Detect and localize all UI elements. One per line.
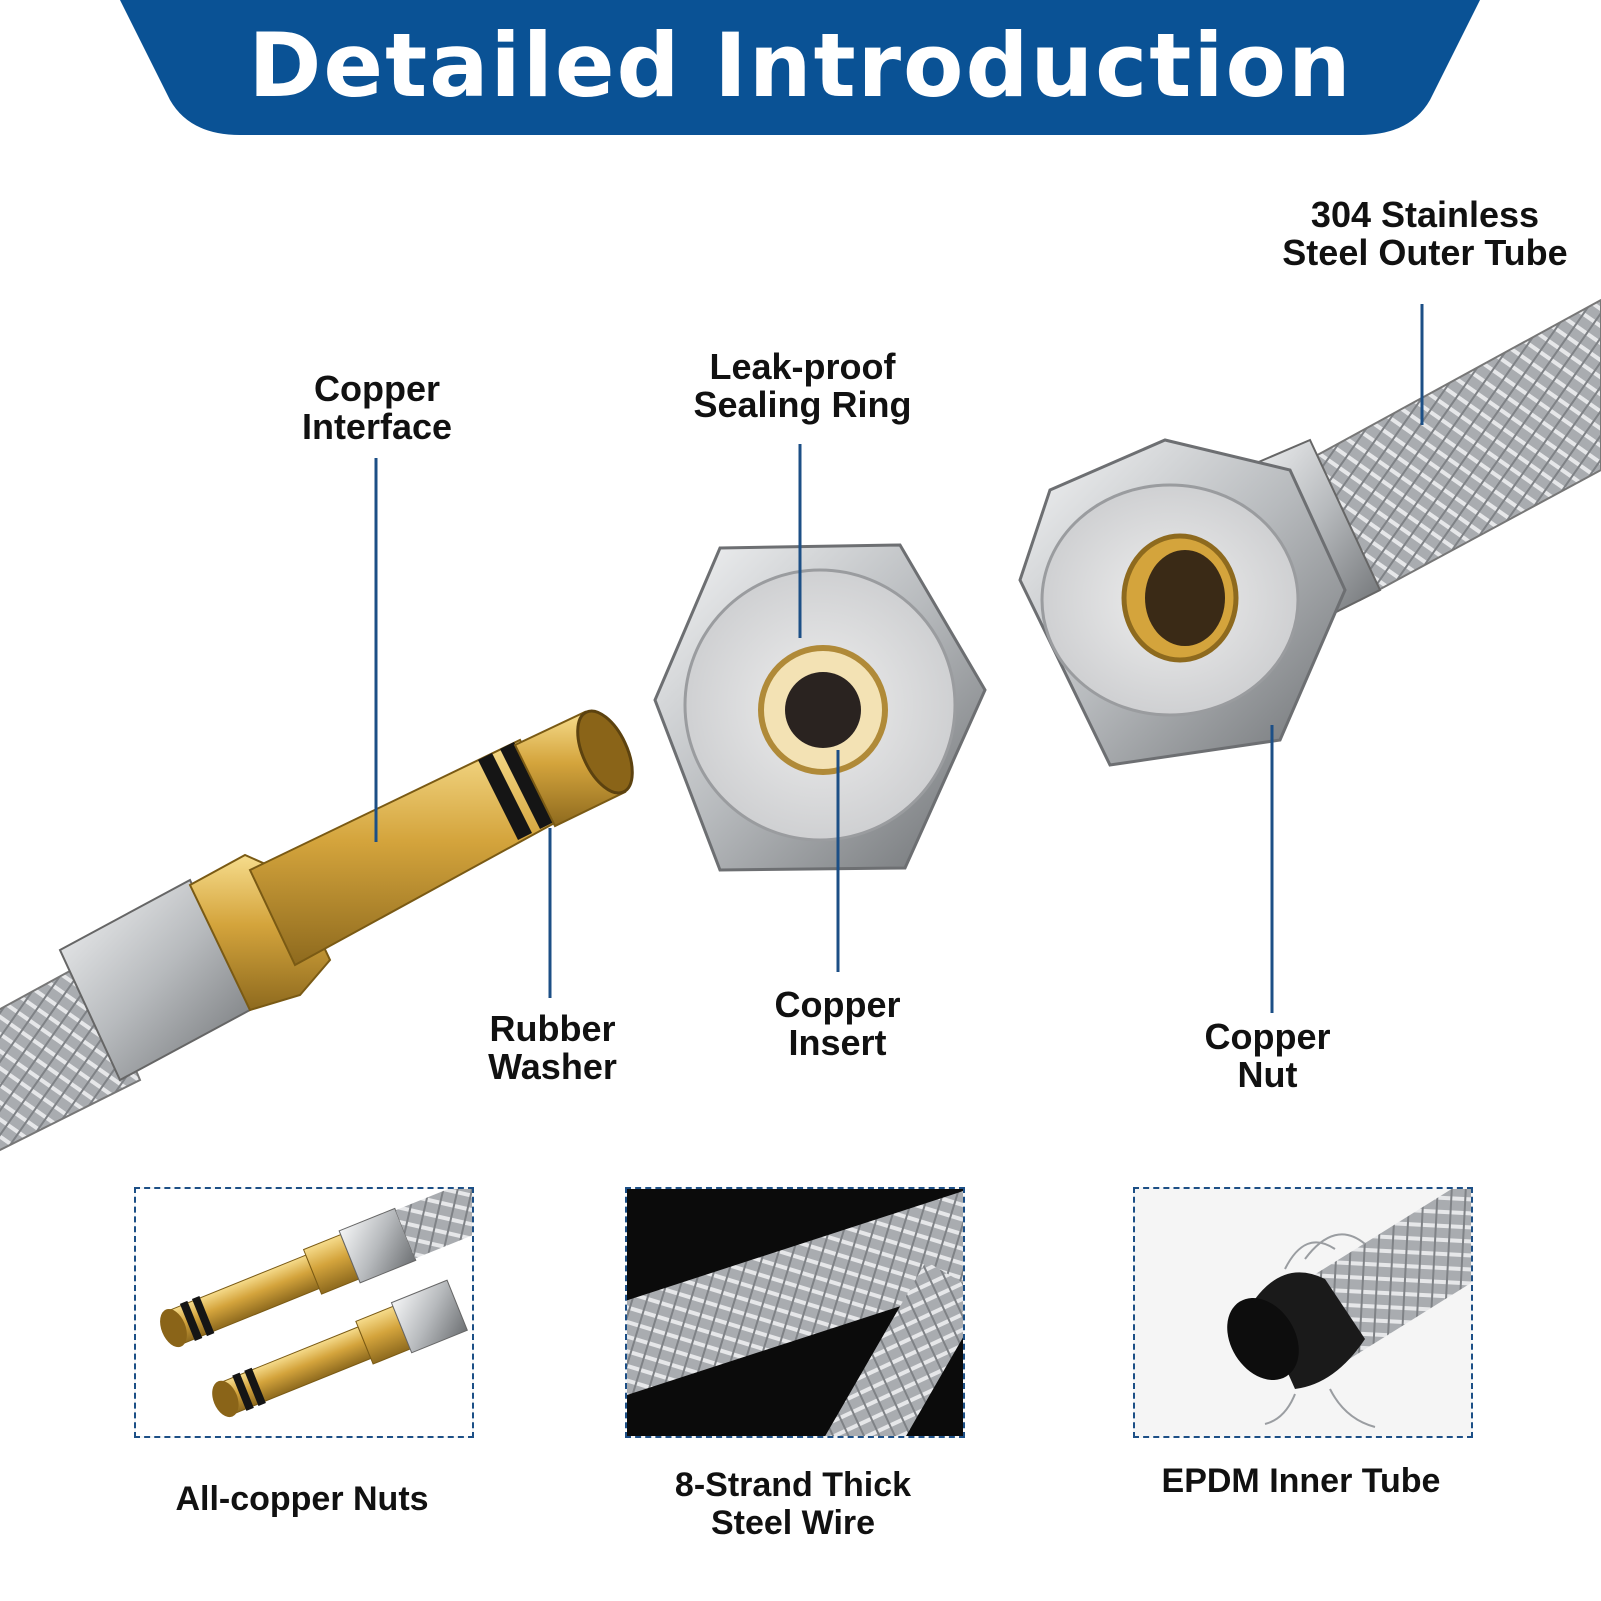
- caption-steel-wire: 8-Strand Thick Steel Wire: [674, 1466, 912, 1542]
- caption-epdm-inner-tube: EPDM Inner Tube: [1161, 1462, 1441, 1500]
- label-rubber-washer: Rubber Washer: [488, 1008, 617, 1087]
- label-leak-proof-sealing-ring: Leak-proof Sealing Ring: [693, 346, 912, 425]
- left-hose: [0, 709, 634, 1152]
- feature-image-epdm-inner-tube: [1133, 1187, 1473, 1438]
- label-copper-insert: Copper Insert: [774, 984, 901, 1063]
- title-banner: [120, 0, 1480, 135]
- feature-image-all-copper-nuts: [134, 1187, 474, 1438]
- caption-all-copper-nuts: All-copper Nuts: [175, 1480, 429, 1518]
- label-copper-interface: Copper Interface: [301, 368, 453, 447]
- center-hex-nut: [653, 543, 987, 872]
- label-copper-nut: Copper Nut: [1204, 1016, 1331, 1095]
- leader-lines: [374, 304, 1424, 1013]
- right-hose-and-nut: [1018, 298, 1601, 767]
- page-title: Detailed Introduction: [248, 14, 1353, 117]
- label-outer-tube: 304 Stainless Steel Outer Tube: [1282, 194, 1568, 273]
- feature-image-steel-wire: [625, 1187, 965, 1438]
